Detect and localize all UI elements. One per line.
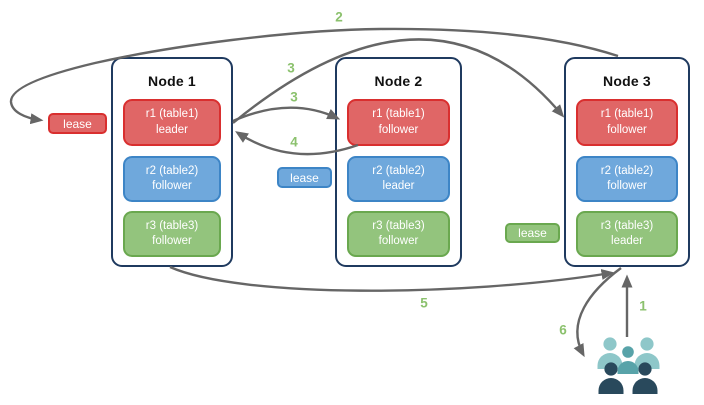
replica-role: follower [152,235,192,247]
replica-label: r3 (table3) [600,219,654,232]
replica-label: r1 (table1) [372,108,425,121]
node-1-title: Node 1 [148,73,196,89]
replica-role: follower [607,180,647,192]
replica-role: follower [378,235,419,247]
step-label-6: 6 [559,322,567,338]
arrow-step3-replicate-to-node2 [232,106,341,123]
replica-label: r1 (table1) [145,108,199,121]
arrow-step2-route-to-leaseholder [9,27,619,125]
step-label-3-to-node2: 3 [290,89,298,105]
replica-label: r3 (table3) [145,219,199,232]
node1-replica-r3: r3 (table3) follower [123,211,221,257]
step-label-1: 1 [639,298,647,314]
replica-role: leader [382,180,415,192]
replica-label: r2 (table2) [145,164,199,177]
node-2-box: Node 2 r1 (table1) follower r2 (table2) … [335,57,462,267]
step-label-5: 5 [420,295,428,311]
lease-badge-table2: lease [277,167,332,188]
lease-badge-table1: lease [48,113,107,134]
replica-role: leader [156,123,188,136]
node3-replica-r3: r3 (table3) leader [576,211,678,257]
replica-role: follower [152,180,192,192]
arrow-step5-commit-notice [169,265,615,292]
replica-label: r3 (table3) [372,219,425,232]
step-label-3-to-node3: 3 [287,60,295,76]
replica-label: r2 (table2) [372,164,425,177]
replica-label: r1 (table1) [600,108,654,121]
node-3-box: Node 3 r1 (table1) follower r2 (table2) … [564,57,690,267]
replica-label: r2 (table2) [600,164,654,177]
node-3-title: Node 3 [603,73,651,89]
node1-replica-r2: r2 (table2) follower [123,156,221,202]
node2-replica-r3: r3 (table3) follower [347,211,450,257]
replica-role: follower [378,123,419,136]
lease-badge-table3: lease [505,223,560,243]
replica-role: follower [607,123,647,136]
arrow-step6-response-to-user [573,267,622,358]
step-label-4: 4 [290,134,298,150]
node3-replica-r1: r1 (table1) follower [576,99,678,146]
node2-replica-r2: r2 (table2) leader [347,156,450,202]
node2-replica-r1: r1 (table1) follower [347,99,450,146]
step-label-2: 2 [335,9,343,25]
node1-replica-r1: r1 (table1) leader [123,99,221,146]
node-2-title: Node 2 [374,73,423,89]
node3-replica-r2: r2 (table2) follower [576,156,678,202]
users-group-icon [597,337,660,394]
node-1-box: Node 1 r1 (table1) leader r2 (table2) fo… [111,57,233,267]
replica-role: leader [611,235,643,247]
